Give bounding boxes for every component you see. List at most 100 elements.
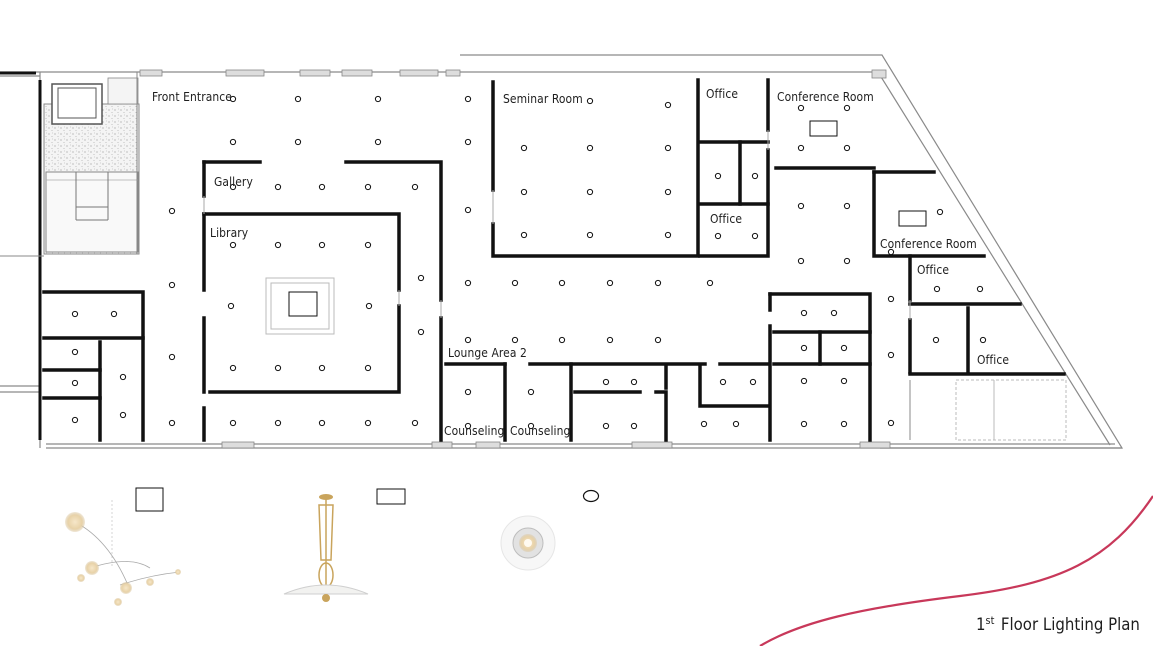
- plan-title: 1st Floor Lighting Plan: [976, 614, 1140, 635]
- ceiling-light-icon: [800, 377, 808, 385]
- ceiling-light-icon: [520, 188, 528, 196]
- ceiling-light-icon: [119, 373, 127, 381]
- mobile-pendant-symbol: [135, 487, 164, 512]
- ceiling-light-icon: [318, 419, 326, 427]
- ceiling-light-icon: [527, 422, 535, 430]
- room-label-office-right: Office: [917, 262, 950, 277]
- conference-table-top: [809, 120, 838, 137]
- ceiling-light-icon: [168, 353, 176, 361]
- ceiling-light-icon: [168, 207, 176, 215]
- top-windows: [139, 69, 887, 79]
- ceiling-light-icon: [887, 248, 895, 256]
- room-label-conference-room-top: Conference Room: [777, 89, 874, 104]
- ceiling-light-icon: [274, 183, 282, 191]
- ceiling-light-icon: [119, 411, 127, 419]
- ceiling-light-icon: [606, 279, 614, 287]
- ceiling-light-icon: [664, 144, 672, 152]
- ceiling-light-icon: [800, 309, 808, 317]
- stair-block: [0, 72, 140, 257]
- ceiling-light-icon: [664, 231, 672, 239]
- ceiling-light-icon: [168, 281, 176, 289]
- room-label-gallery: Gallery: [214, 174, 253, 189]
- room-label-counseling-1: Counseling: [444, 423, 505, 438]
- ceiling-light-icon: [887, 419, 895, 427]
- title-number: 1: [976, 615, 986, 635]
- ceiling-light-icon: [110, 310, 118, 318]
- ceiling-light-icon: [417, 274, 425, 282]
- ceiling-light-icon: [800, 344, 808, 352]
- ceiling-light-icon: [830, 309, 838, 317]
- room-label-front-entrance: Front Entrance: [152, 89, 232, 104]
- ceiling-light-icon: [229, 183, 237, 191]
- room-label-seminar-room: Seminar Room: [503, 91, 583, 106]
- ceiling-light-icon: [364, 183, 372, 191]
- ceiling-light-icon: [719, 378, 727, 386]
- ceiling-light-icon: [294, 138, 302, 146]
- ceiling-light-icon: [558, 336, 566, 344]
- ceiling-light-icon: [602, 422, 610, 430]
- ceiling-light-icon: [71, 310, 79, 318]
- storage-area: [909, 379, 1067, 441]
- ceiling-light-icon: [464, 422, 472, 430]
- accent-curve: [759, 495, 1153, 646]
- ceiling-light-icon: [797, 144, 805, 152]
- room-label-office-mid: Office: [710, 211, 743, 226]
- ceiling-light-icon: [520, 231, 528, 239]
- ceiling-light-icon: [318, 241, 326, 249]
- ceiling-light-icon: [751, 232, 759, 240]
- ceiling-light-icon: [586, 231, 594, 239]
- left-wall-segments: [0, 71, 42, 440]
- library-skylight: [265, 277, 335, 335]
- ceiling-light-icon: [630, 378, 638, 386]
- room-label-lounge-area-2: Lounge Area 2: [448, 345, 527, 360]
- ceiling-light-icon: [229, 419, 237, 427]
- room-label-conference-room-right: Conference Room: [880, 236, 977, 251]
- ceiling-light-icon: [843, 144, 851, 152]
- ceiling-light-icon: [700, 420, 708, 428]
- ceiling-light-icon: [602, 378, 610, 386]
- ceiling-light-icon: [606, 336, 614, 344]
- ceiling-light-icon: [364, 419, 372, 427]
- ceiling-light-icon: [979, 336, 987, 344]
- ceiling-light-icon: [464, 206, 472, 214]
- ceiling-light-icon: [71, 348, 79, 356]
- ceiling-light-icon: [654, 336, 662, 344]
- interior-walls: [42, 78, 1066, 442]
- ceiling-light-icon: [586, 188, 594, 196]
- ceiling-light-icon: [933, 285, 941, 293]
- ceiling-light-icon: [797, 202, 805, 210]
- downlight-symbol: [582, 489, 600, 503]
- ceiling-light-icon: [374, 95, 382, 103]
- ceiling-light-fixtures: [71, 95, 987, 430]
- dome-pendant-symbol: [376, 488, 406, 505]
- ceiling-light-icon: [840, 377, 848, 385]
- ceiling-light-icon: [654, 279, 662, 287]
- ceiling-light-icon: [586, 97, 594, 105]
- exterior-walls: [0, 54, 1124, 449]
- ceiling-light-icon: [751, 172, 759, 180]
- ceiling-light-icon: [365, 302, 373, 310]
- ceiling-light-icon: [714, 232, 722, 240]
- ceiling-light-icon: [511, 279, 519, 287]
- conference-table-right: [898, 210, 927, 227]
- ceiling-light-icon: [229, 364, 237, 372]
- ceiling-light-icon: [976, 285, 984, 293]
- ceiling-light-icon: [932, 336, 940, 344]
- ceiling-light-icon: [664, 101, 672, 109]
- ceiling-light-icon: [411, 419, 419, 427]
- ceiling-light-icon: [558, 279, 566, 287]
- bottom-windows: [221, 441, 891, 449]
- ceiling-light-icon: [318, 364, 326, 372]
- room-label-office-bottom-right: Office: [977, 352, 1010, 367]
- ceiling-light-icon: [229, 138, 237, 146]
- ceiling-light-icon: [71, 379, 79, 387]
- ceiling-light-icon: [887, 351, 895, 359]
- ceiling-light-icon: [411, 183, 419, 191]
- ceiling-light-icon: [464, 138, 472, 146]
- ceiling-light-icon: [843, 202, 851, 210]
- ceiling-light-icon: [749, 378, 757, 386]
- ceiling-light-icon: [511, 336, 519, 344]
- ceiling-light-icon: [274, 364, 282, 372]
- ceiling-light-icon: [936, 208, 944, 216]
- door-openings: [203, 130, 911, 320]
